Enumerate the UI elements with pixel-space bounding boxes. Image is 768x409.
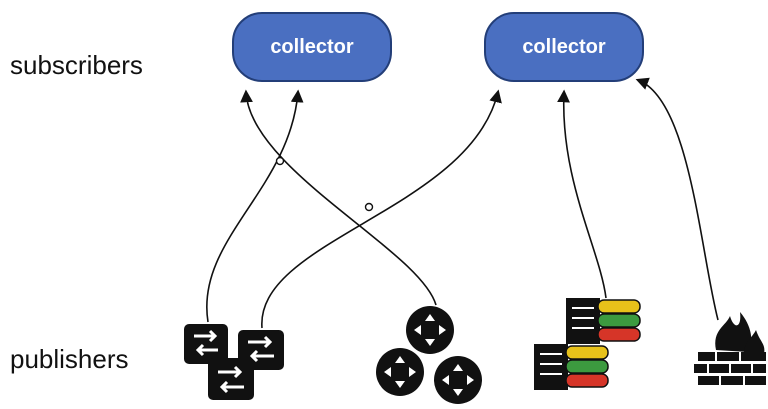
edge-firewall-to-collector-2 bbox=[635, 77, 719, 321]
subscribers-label: subscribers bbox=[10, 50, 143, 80]
collector-1[interactable]: collector bbox=[232, 12, 392, 82]
edge-router-to-collector-1 bbox=[240, 89, 437, 306]
router-cluster-icon bbox=[376, 306, 482, 404]
edge-switch-to-collector-1 bbox=[205, 89, 304, 323]
edge-switch-to-collector-2 bbox=[261, 89, 502, 329]
publishers-label: publishers bbox=[10, 344, 129, 374]
switch-stack-icon bbox=[184, 324, 284, 400]
crossing-mark bbox=[275, 156, 285, 166]
edge-server-to-collector-2 bbox=[557, 89, 607, 299]
crossing-mark bbox=[364, 202, 374, 212]
server-rack-icon bbox=[534, 298, 641, 390]
collector-2[interactable]: collector bbox=[484, 12, 644, 82]
firewall-icon bbox=[694, 312, 766, 385]
